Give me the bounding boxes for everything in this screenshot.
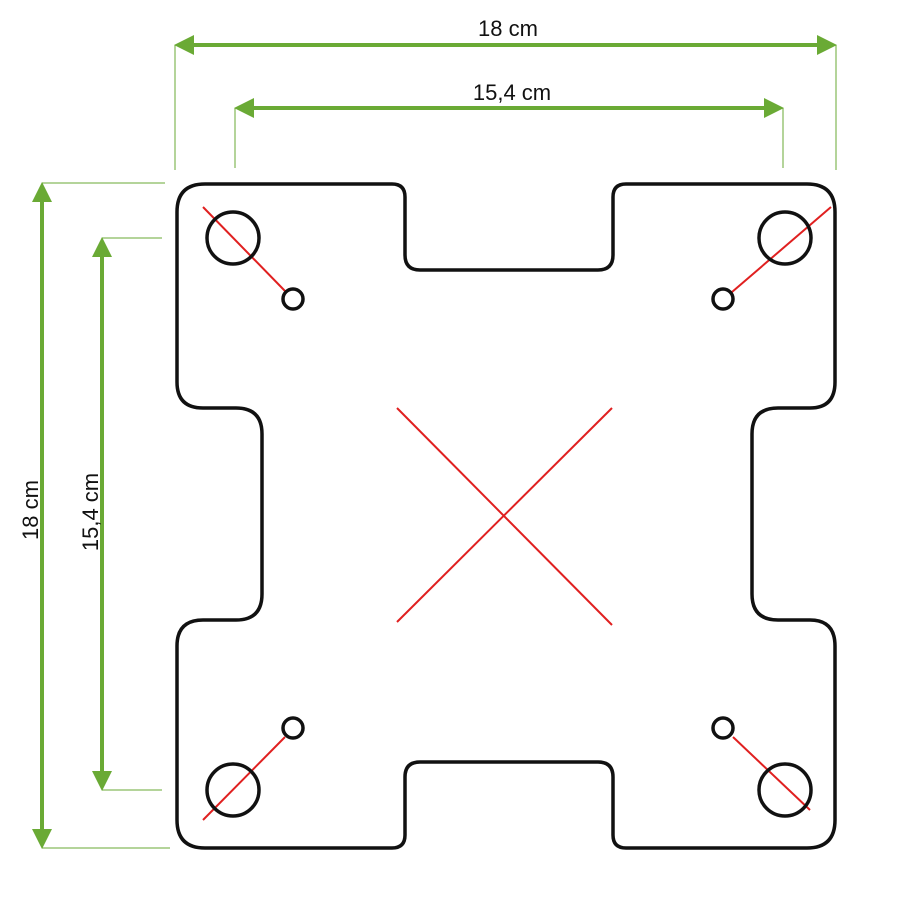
center-cross-line xyxy=(396,407,613,623)
center-cross-line xyxy=(396,407,613,626)
large-holes xyxy=(205,210,813,818)
outer-height-dimension: 18 cm xyxy=(18,182,170,849)
small-hole xyxy=(711,716,735,740)
hole-spacing-width-dimension: 15,4 cm xyxy=(234,80,784,168)
small-hole xyxy=(281,287,305,311)
outer-height-label: 18 cm xyxy=(18,480,43,540)
small-holes xyxy=(281,287,735,740)
outer-width-label: 18 cm xyxy=(478,16,538,41)
plate-outline xyxy=(175,182,837,850)
large-hole xyxy=(205,210,261,266)
outer-width-dimension: 18 cm xyxy=(174,16,837,170)
small-hole xyxy=(281,716,305,740)
hole-spacing-height-dimension: 15,4 cm xyxy=(78,237,162,791)
large-hole xyxy=(205,762,261,818)
hole-spacing-height-label: 15,4 cm xyxy=(78,473,103,551)
large-hole xyxy=(757,762,813,818)
hole-spacing-width-label: 15,4 cm xyxy=(473,80,551,105)
small-hole xyxy=(711,287,735,311)
large-hole xyxy=(757,210,813,266)
cross-out-marks xyxy=(202,206,832,821)
